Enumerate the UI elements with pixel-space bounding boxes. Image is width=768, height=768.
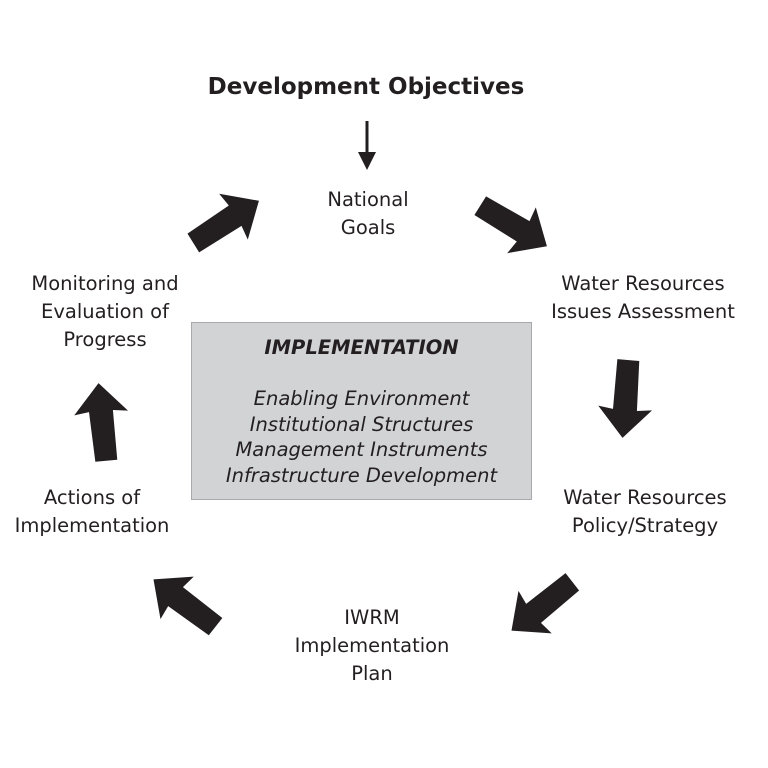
diagram-title: Development Objectives	[207, 74, 525, 100]
arrow-plan-to-actions	[136, 558, 232, 649]
implementation-item: Management Instruments	[235, 438, 488, 461]
arrow-policy-to-plan	[494, 561, 590, 652]
arrow-actions-to-monitoring	[71, 380, 133, 464]
node-iwrm-plan: IWRM Implementation Plan	[294, 606, 450, 685]
implementation-item: Infrastructure Development	[225, 463, 498, 487]
objectives-down-arrow	[358, 121, 376, 170]
implementation-item: Institutional Structures	[249, 412, 474, 436]
node-issues-assessment: Water Resources Issues Assessment	[551, 272, 735, 323]
arrow-goals-to-assessment	[466, 181, 562, 270]
node-monitoring: Monitoring and Evaluation of Progress	[31, 272, 179, 351]
implementation-item: Enabling Environment	[253, 387, 470, 410]
implementation-box: IMPLEMENTATION Enabling Environment Inst…	[191, 322, 532, 500]
implementation-items: Enabling Environment Institutional Struc…	[192, 386, 531, 488]
node-national-goals: National Goals	[327, 188, 409, 239]
arrow-assessment-to-policy	[595, 357, 657, 441]
node-policy-strategy: Water Resources Policy/Strategy	[563, 486, 727, 537]
arrow-monitoring-to-goals	[178, 177, 274, 266]
node-actions: Actions of Implementation	[14, 486, 170, 537]
implementation-heading: IMPLEMENTATION	[264, 336, 459, 359]
